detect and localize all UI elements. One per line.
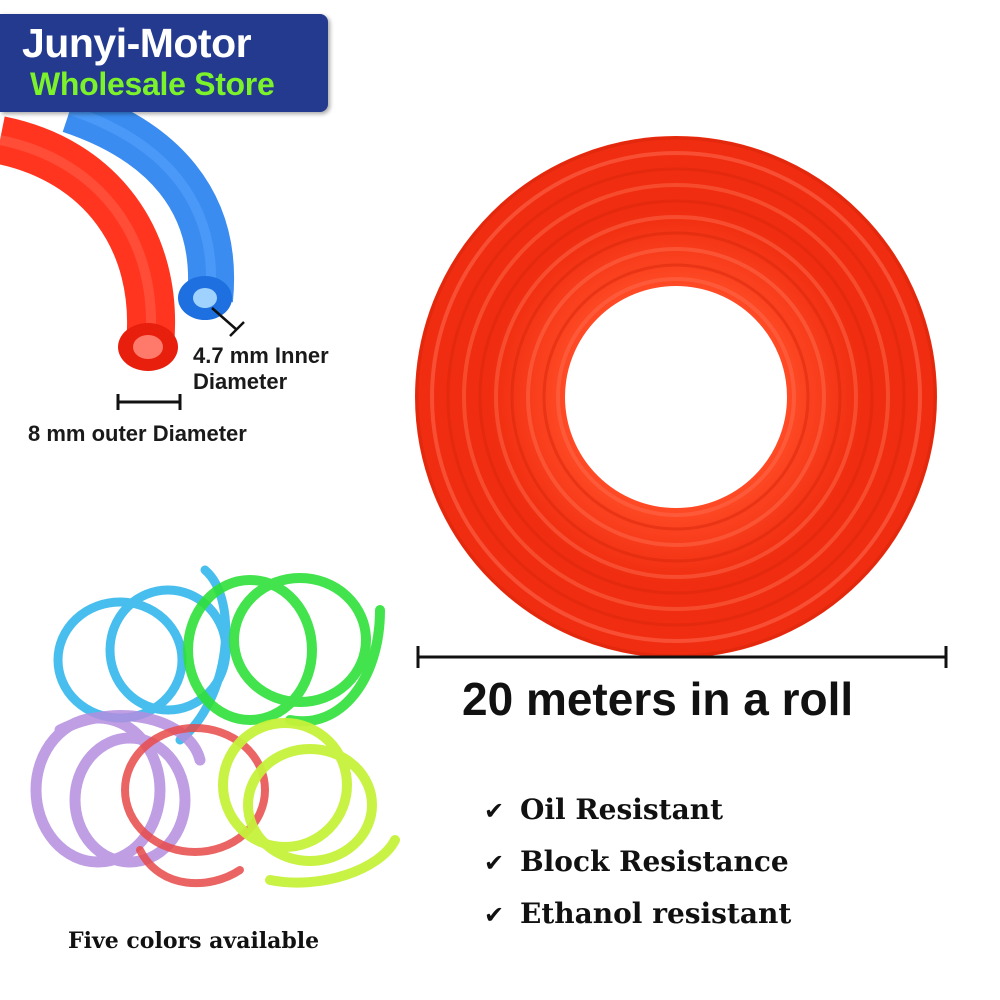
store-banner bbox=[0, 14, 328, 112]
colored-hoses bbox=[30, 565, 400, 888]
roll-length-label: 20 meters in a roll bbox=[462, 673, 854, 725]
inner-diameter-marker bbox=[211, 307, 245, 337]
brand-name: Junyi-Motor bbox=[22, 20, 252, 66]
inner-diameter-label: 4.7 mm Inner bbox=[193, 343, 329, 368]
tube-cross-section bbox=[0, 88, 235, 371]
length-marker bbox=[416, 646, 948, 668]
feature-item: ✔ Block Resistance bbox=[484, 845, 789, 878]
colors-available-caption: Five colors available bbox=[68, 928, 320, 954]
hose-coil bbox=[415, 136, 937, 658]
checkmark-icon: ✔ bbox=[484, 849, 505, 877]
outer-diameter-label: 8 mm outer Diameter bbox=[28, 421, 247, 446]
feature-label: Ethanol resistant bbox=[520, 897, 792, 930]
feature-item: ✔ Oil Resistant bbox=[484, 793, 723, 826]
inner-diameter-label-line2: Diameter bbox=[193, 369, 288, 394]
outer-diameter-marker bbox=[116, 394, 182, 410]
feature-label: Oil Resistant bbox=[520, 793, 724, 826]
store-name: Wholesale Store bbox=[30, 66, 275, 102]
feature-label: Block Resistance bbox=[520, 845, 789, 878]
checkmark-icon: ✔ bbox=[484, 901, 505, 929]
feature-item: ✔ Ethanol resistant bbox=[484, 897, 791, 930]
checkmark-icon: ✔ bbox=[484, 797, 505, 825]
